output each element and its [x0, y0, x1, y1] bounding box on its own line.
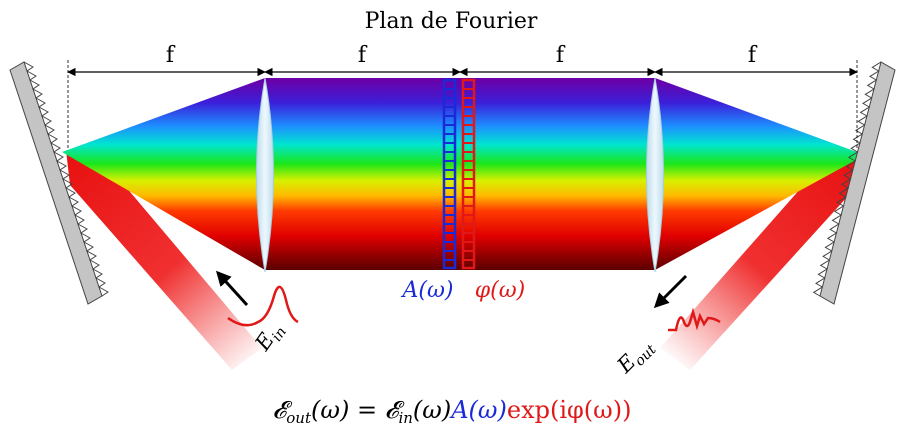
focal-label-2: f: [358, 43, 368, 68]
eq-phase: exp(iφ(ω)): [507, 396, 632, 424]
amplitude-mask: [442, 78, 457, 270]
eq-amplitude: A(ω): [449, 396, 507, 424]
input-direction-arrow: [215, 270, 249, 307]
lens-right: [646, 77, 664, 273]
output-direction-arrow: [653, 274, 688, 309]
lens-left: [256, 77, 274, 273]
output-beam: [660, 150, 862, 370]
phase-mask: [461, 78, 476, 270]
fourier-plane-title: Plan de Fourier: [365, 9, 538, 34]
output-pulse-label: Eout: [612, 333, 660, 381]
amplitude-mask-label: A(ω): [401, 278, 454, 303]
focal-label-3: f: [556, 43, 566, 68]
input-beam: [66, 150, 262, 370]
input-pulse-waveform: [227, 285, 299, 327]
phase-mask-label: φ(ω): [475, 278, 526, 303]
grating-left: [9, 61, 109, 305]
focal-label-4: f: [748, 43, 758, 68]
focal-dimensions: f f f f: [67, 43, 858, 150]
output-pulse-waveform: [668, 307, 721, 332]
grating-right: [812, 61, 896, 305]
transfer-equation: 𝓔out(ω) = 𝓔in(ω)A(ω)exp(iφ(ω)): [273, 396, 632, 427]
focal-label-1: f: [166, 43, 176, 68]
